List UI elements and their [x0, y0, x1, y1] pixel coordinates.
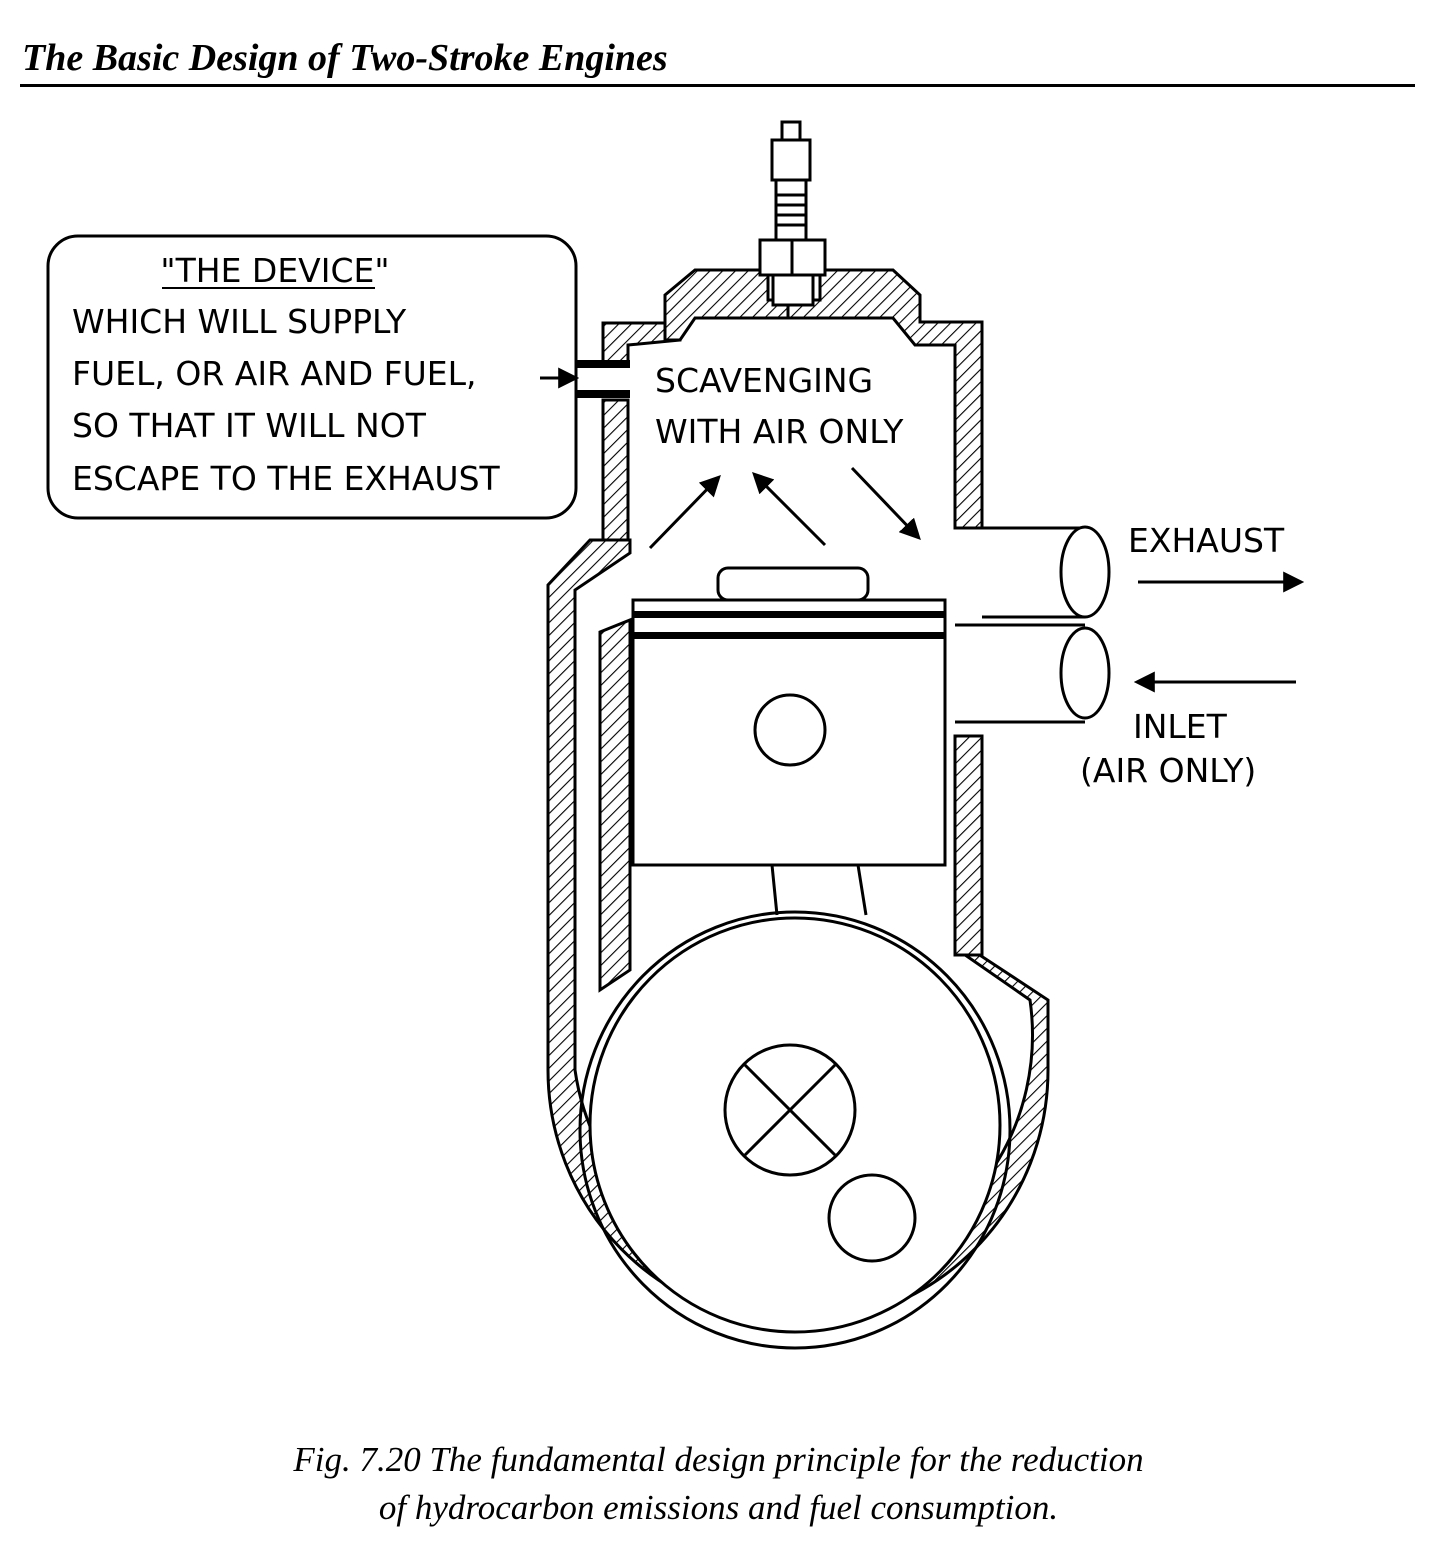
header-title: The Basic Design of Two-Stroke Engines	[22, 37, 668, 79]
cylinder-wall-right-lower	[953, 734, 984, 957]
scavenging-label-2: WITH AIR ONLY	[655, 412, 904, 451]
crankshaft-icon	[723, 1043, 857, 1177]
piston-ring-1	[633, 611, 945, 618]
inlet-label-1: INLET	[1133, 707, 1228, 746]
scavenging-arrows	[648, 466, 921, 550]
exhaust-label: EXHAUST	[1128, 521, 1285, 560]
device-callout-line-3: SO THAT IT WILL NOT	[72, 406, 427, 445]
device-callout-title: "THE DEVICE"	[160, 251, 389, 290]
device-callout-line-2: FUEL, OR AIR AND FUEL,	[72, 354, 477, 393]
cylinder-wall-left-lower	[601, 398, 630, 542]
crank-ring-outer	[578, 910, 1012, 1350]
device-pipe-upper	[575, 360, 630, 368]
piston-crown	[716, 566, 870, 602]
cylinder-head	[663, 268, 984, 530]
crank-ring-inner	[588, 916, 1002, 1334]
figure-caption-line-1: Fig. 7.20 The fundamental design princip…	[293, 1440, 1144, 1479]
device-callout-line-4: ESCAPE TO THE EXHAUST	[72, 459, 501, 498]
crank-pin-icon	[827, 1173, 917, 1263]
header-rule	[20, 84, 1415, 87]
device-callout-line-1: WHICH WILL SUPPLY	[72, 302, 407, 341]
device-callout-box	[46, 234, 578, 520]
inlet-pipe	[955, 623, 1111, 724]
spark-plug-icon	[758, 120, 827, 318]
gudgeon-pin-icon	[753, 693, 827, 767]
connecting-rod	[770, 864, 868, 916]
exhaust-pipe	[982, 525, 1111, 619]
inlet-label-2: (AIR ONLY)	[1080, 751, 1256, 790]
figure-caption-line-2: of hydrocarbon emissions and fuel consum…	[378, 1488, 1059, 1527]
device-pipe-lower	[575, 390, 630, 398]
piston-ring-2	[633, 632, 945, 639]
transfer-wall-left	[598, 617, 632, 993]
scavenging-label-1: SCAVENGING	[655, 361, 873, 400]
